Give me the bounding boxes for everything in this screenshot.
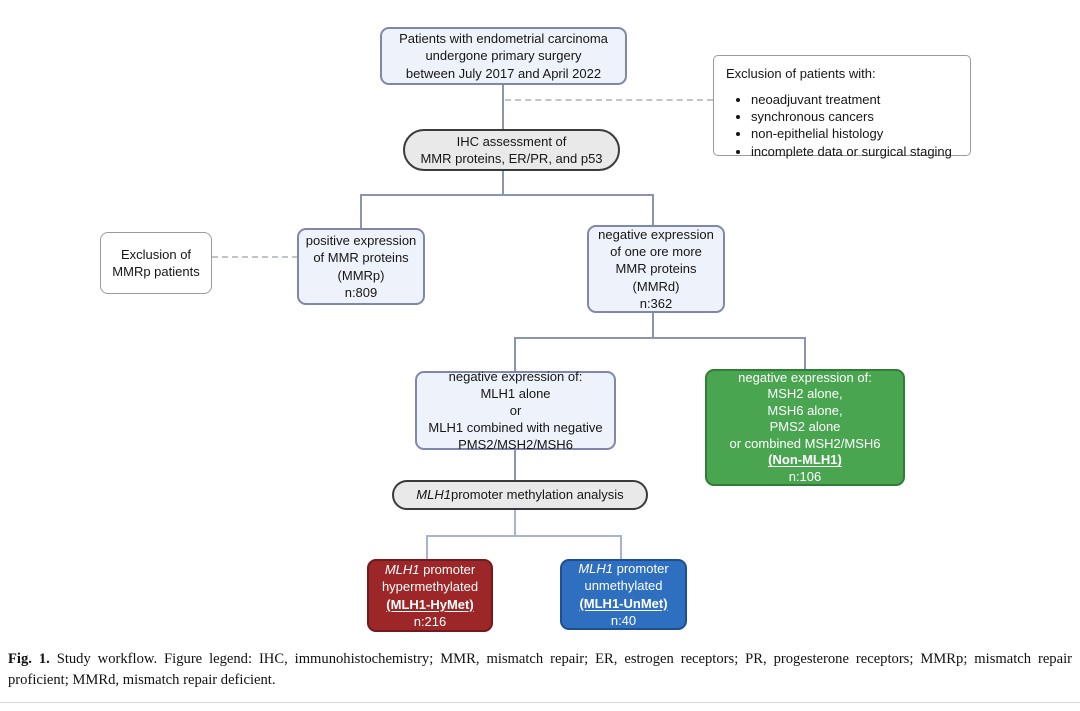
connector-dashed-exclusion-mmrp bbox=[212, 256, 298, 258]
mmrd-box: negative expression of one ore more MMR … bbox=[587, 225, 725, 313]
text-line: between July 2017 and April 2022 bbox=[405, 65, 602, 81]
text-line: MMR proteins bbox=[615, 261, 697, 277]
connector-criteria-to-pill bbox=[514, 449, 516, 481]
patients-box: Patients with endometrial carcinoma unde… bbox=[380, 27, 627, 85]
text-line: positive expression bbox=[305, 233, 417, 249]
text-line: negative expression bbox=[598, 227, 714, 243]
exclusion-bullet: incomplete data or surgical staging bbox=[751, 143, 952, 160]
count-line: n:106 bbox=[788, 468, 822, 484]
connector-split1-left bbox=[360, 194, 362, 229]
mlh1-hymet-box: MLH1 promoter hypermethylated (MLH1-HyMe… bbox=[367, 559, 493, 632]
figure-caption-label: Fig. 1. bbox=[8, 651, 50, 667]
group-label: (MLH1-UnMet) bbox=[579, 595, 668, 611]
count-line: n:216 bbox=[413, 613, 447, 629]
figure-caption: Fig. 1. Study workflow. Figure legend: I… bbox=[8, 649, 1072, 690]
text-line: MMR proteins, ER/PR, and p53 bbox=[420, 151, 603, 166]
text-line: MSH2 alone, bbox=[767, 386, 843, 402]
text-line: hypermethylated bbox=[381, 579, 479, 595]
text-line: negative expression of: bbox=[738, 369, 872, 385]
text-line: negative expression of: bbox=[448, 368, 583, 384]
connector-dashed-exclusion-top bbox=[505, 99, 713, 101]
connector-ihc-down bbox=[502, 170, 504, 196]
connector-split1-horizontal bbox=[360, 194, 654, 196]
connector-split2-horizontal bbox=[514, 337, 806, 339]
text-line: unmethylated bbox=[584, 578, 663, 594]
gene-italic: MLH1 bbox=[416, 487, 451, 503]
gene-italic: MLH1 bbox=[578, 561, 614, 577]
connector-split3-horizontal bbox=[426, 535, 622, 537]
non-mlh1-box: negative expression of: MSH2 alone, MSH6… bbox=[705, 369, 905, 486]
text-line: MMRp patients bbox=[112, 264, 200, 279]
text-line: MLH1 alone bbox=[480, 385, 551, 401]
mlh1-criteria-box: negative expression of: MLH1 alone or ML… bbox=[415, 368, 616, 453]
gene-italic: MLH1 bbox=[384, 562, 420, 578]
exclusion-criteria-box: Exclusion of patients with: neoadjuvant … bbox=[713, 55, 971, 159]
text-line: undergone primary surgery bbox=[425, 48, 582, 64]
text-line: IHC assessment of bbox=[456, 133, 567, 149]
text-line: of MMR proteins bbox=[313, 250, 409, 266]
mmrp-exclusion-box: Exclusion of MMRp patients bbox=[100, 232, 212, 294]
connector-patients-to-ihc bbox=[502, 84, 504, 131]
text-line: MLH1 promoter bbox=[384, 562, 476, 578]
text-line: Patients with endometrial carcinoma bbox=[399, 31, 608, 47]
exclusion-bullet: synchronous cancers bbox=[751, 108, 952, 125]
group-label: (MLH1-HyMet) bbox=[386, 596, 474, 612]
text-line: promoter methylation analysis bbox=[450, 487, 624, 503]
text-line: n:362 bbox=[639, 295, 673, 311]
count-line: n:40 bbox=[610, 612, 637, 628]
connector-pill-down bbox=[514, 509, 516, 537]
exclusion-bullet-list: neoadjuvant treatment synchronous cancer… bbox=[726, 91, 952, 160]
connector-mmrd-down bbox=[652, 313, 654, 339]
page-bottom-rule bbox=[0, 702, 1080, 703]
figure-caption-text: Study workflow. Figure legend: IHC, immu… bbox=[8, 651, 1072, 688]
connector-split2-left bbox=[514, 337, 516, 372]
mmrp-box: positive expression of MMR proteins (MMR… bbox=[297, 228, 425, 305]
text-line: of one ore more bbox=[610, 244, 702, 260]
connector-split2-right bbox=[804, 337, 806, 370]
methylation-analysis-pill: MLH1 promoter methylation analysis bbox=[392, 480, 648, 510]
exclusion-bullet: neoadjuvant treatment bbox=[751, 91, 952, 108]
connector-split1-right bbox=[652, 194, 654, 226]
group-label: (Non-MLH1) bbox=[768, 452, 842, 468]
text-line: MLH1 combined with negative bbox=[428, 420, 603, 436]
text-line: or bbox=[509, 402, 522, 418]
text-line: PMS2 alone bbox=[769, 419, 841, 435]
connector-split3-left bbox=[426, 535, 428, 560]
text-line: MLH1 promoter bbox=[578, 561, 669, 577]
ihc-assessment-pill: IHC assessment of MMR proteins, ER/PR, a… bbox=[403, 129, 620, 171]
text-line: PMS2/MSH2/MSH6 bbox=[458, 437, 573, 453]
text-line: (MMRp) bbox=[337, 267, 385, 283]
exclusion-title: Exclusion of patients with: bbox=[726, 66, 876, 81]
text-line: n:809 bbox=[344, 284, 378, 300]
text-line: or combined MSH2/MSH6 bbox=[729, 435, 881, 451]
connector-split3-right bbox=[620, 535, 622, 560]
exclusion-bullet: non-epithelial histology bbox=[751, 125, 952, 142]
text-line: (MMRd) bbox=[632, 278, 680, 294]
text-line: Exclusion of bbox=[120, 246, 192, 262]
mlh1-unmet-box: MLH1 promoter unmethylated (MLH1-UnMet) … bbox=[560, 559, 687, 630]
text-line: MSH6 alone, bbox=[767, 402, 843, 418]
